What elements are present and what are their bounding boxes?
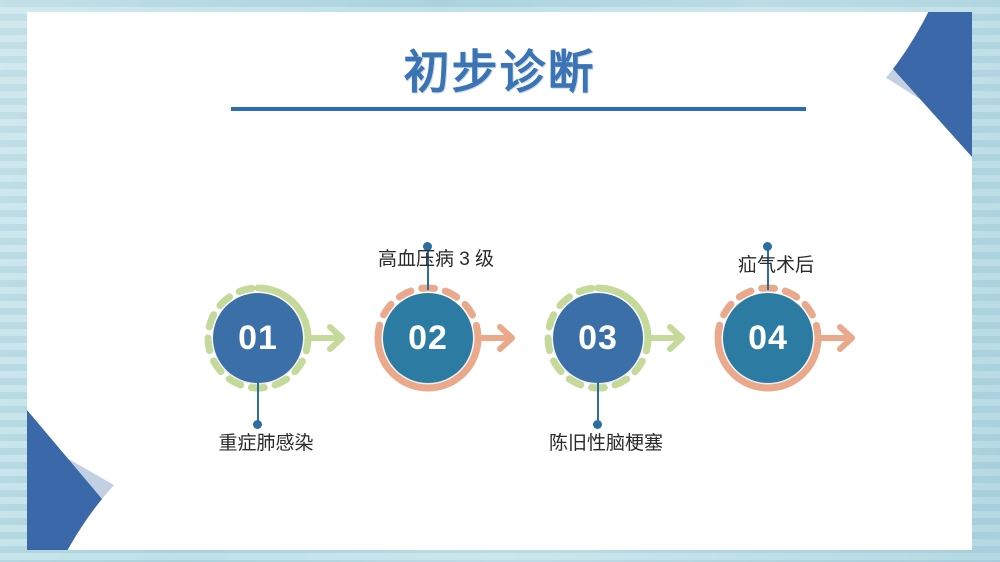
step-connector-dot-04 xyxy=(763,242,772,251)
step-label-01: 重症肺感染 xyxy=(218,433,314,454)
step-connector-04 xyxy=(767,246,769,290)
page-title: 初步诊断 xyxy=(403,46,596,98)
top-right-white-curve xyxy=(682,12,972,182)
process-diagram: 01 重症肺感染 02 xyxy=(27,12,972,550)
title-underline-rule xyxy=(231,107,806,111)
step-number-badge-01: 01 xyxy=(213,293,303,383)
process-step-01[interactable]: 01 重症肺感染 xyxy=(202,282,345,454)
process-step-04[interactable]: 04 疝气术后 xyxy=(712,242,855,392)
step-arrow-02-icon xyxy=(475,320,516,356)
process-step-02[interactable]: 02 高血压病 3 级 xyxy=(372,242,515,392)
step-connector-02 xyxy=(427,246,429,290)
bottom-left-white-curve xyxy=(27,380,317,550)
step-connector-03 xyxy=(597,382,599,424)
step-label-03: 陈旧性脑梗塞 xyxy=(548,433,663,454)
step-connector-dot-01 xyxy=(253,420,262,429)
step-connector-dot-03 xyxy=(593,420,602,429)
step-number-badge-04: 04 xyxy=(723,293,813,383)
process-step-03[interactable]: 03 陈旧性脑梗塞 xyxy=(542,282,685,454)
step-number-badge-02: 02 xyxy=(383,293,473,383)
step-arrow-01-icon xyxy=(305,320,346,356)
slide-content-sheet: 初步诊断 01 xyxy=(27,12,972,550)
step-ring-03-icon xyxy=(542,282,654,394)
step-connector-dot-02 xyxy=(423,242,432,251)
step-arrow-03-icon xyxy=(645,320,686,356)
step-number-badge-03: 03 xyxy=(553,293,643,383)
step-connector-01 xyxy=(257,382,259,424)
step-label-02: 高血压病 3 级 xyxy=(377,249,495,271)
step-arrow-04-icon xyxy=(815,320,856,356)
step-ring-01-icon xyxy=(202,282,314,394)
step-label-04: 疝气术后 xyxy=(737,255,814,277)
